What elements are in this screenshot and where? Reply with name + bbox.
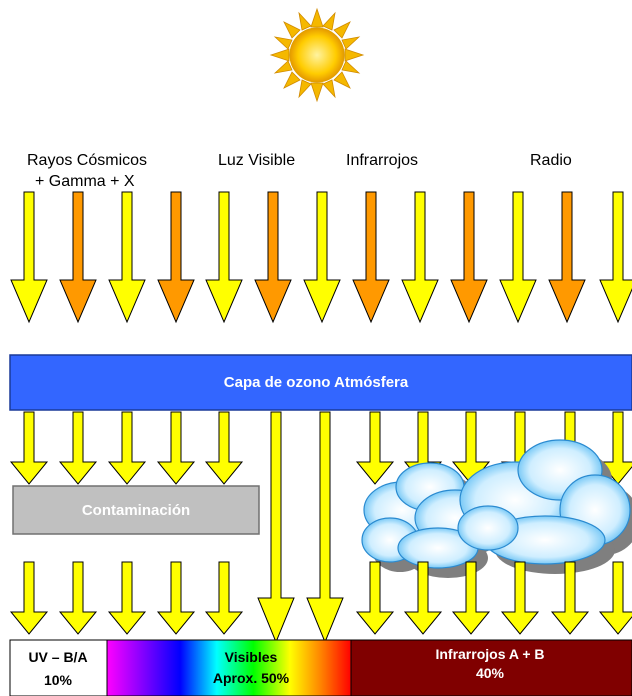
radiation-arrow — [257, 411, 295, 644]
radiation-arrow — [58, 561, 98, 635]
pollution-box: Contaminación — [12, 485, 260, 535]
radiation-arrow — [355, 561, 395, 635]
pollution-label: Contaminación — [82, 502, 190, 519]
sun-icon — [269, 7, 365, 103]
visible-band-label: Visibles — [225, 649, 278, 665]
ozone-layer: Capa de ozono Atmósfera — [9, 354, 632, 411]
radiation-arrow — [403, 561, 443, 635]
infrared-band-percent: 40% — [476, 665, 505, 681]
radiation-arrow — [156, 411, 196, 485]
radiation-arrow — [9, 561, 49, 635]
visible-light-arrows — [257, 411, 344, 644]
radiation-arrow — [108, 191, 146, 324]
ozone-layer-label: Capa de ozono Atmósfera — [224, 374, 409, 391]
radiation-arrow — [550, 561, 590, 635]
radiation-arrow — [598, 411, 632, 485]
label-cosmic-rays: Rayos Cósmicos — [27, 152, 147, 169]
label-visible-light: Luz Visible — [218, 152, 295, 169]
label-infrared: Infrarrojos — [346, 152, 418, 169]
surface-radiation-arrows — [9, 561, 632, 635]
uv-band-label: UV – B/A — [28, 649, 87, 665]
uv-band: UV – B/A 10% — [9, 639, 108, 696]
radiation-arrow — [204, 411, 244, 485]
radiation-arrow — [156, 561, 196, 635]
radiation-arrow — [401, 191, 439, 324]
radiation-arrow — [9, 411, 49, 485]
incoming-radiation-arrows — [10, 191, 632, 324]
radiation-arrow — [205, 191, 243, 324]
radiation-arrow — [500, 561, 540, 635]
radiation-arrow — [10, 191, 48, 324]
radiation-arrow — [254, 191, 292, 324]
radiation-arrow — [306, 411, 344, 644]
infrared-band-label: Infrarrojos A + B — [435, 646, 544, 662]
radiation-arrow — [548, 191, 586, 324]
cloud-icon — [361, 439, 632, 578]
visible-band: Visibles Aprox. 50% — [106, 639, 352, 696]
radiation-arrow — [303, 191, 341, 324]
radiation-arrow — [107, 561, 147, 635]
radiation-arrow — [499, 191, 537, 324]
label-gamma-x: + Gamma + X — [35, 173, 135, 190]
label-radio: Radio — [530, 152, 572, 169]
radiation-arrow — [599, 191, 632, 324]
radiation-arrow — [451, 561, 491, 635]
radiation-arrow — [355, 411, 395, 485]
radiation-arrow — [450, 191, 488, 324]
radiation-arrow — [59, 191, 97, 324]
infrared-band: Infrarrojos A + B 40% — [350, 639, 632, 696]
visible-band-percent: Aprox. 50% — [213, 670, 290, 686]
uv-band-percent: 10% — [44, 672, 73, 688]
radiation-arrow — [58, 411, 98, 485]
radiation-arrow — [598, 561, 632, 635]
radiation-arrow — [157, 191, 195, 324]
radiation-arrow — [204, 561, 244, 635]
radiation-arrow — [352, 191, 390, 324]
radiation-arrow — [107, 411, 147, 485]
